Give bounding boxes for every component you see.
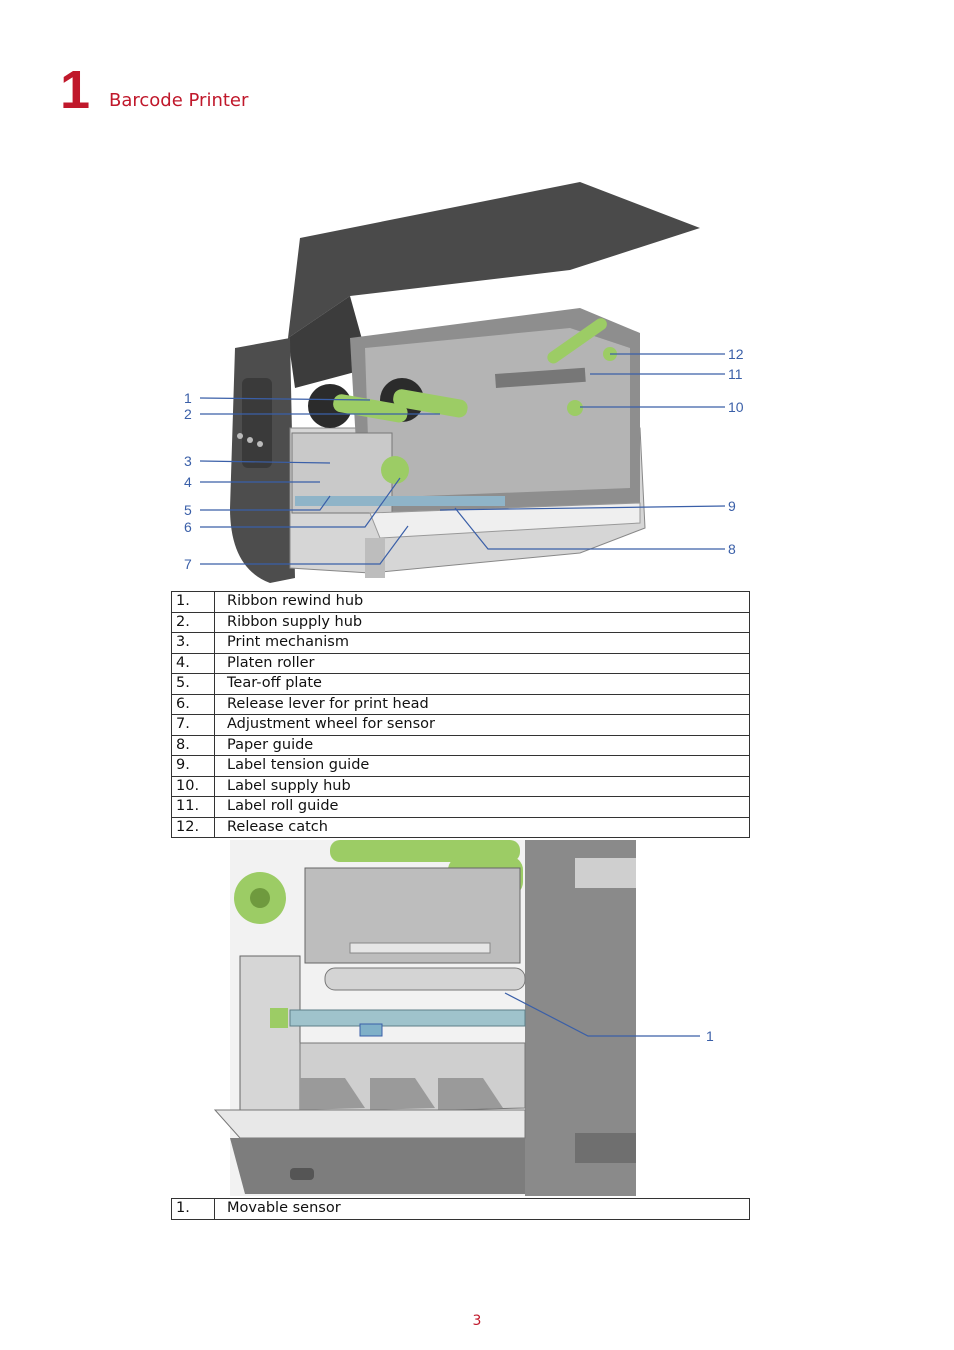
printer-overview-figure: 1 2 3 4 5 6 7 8 9 10 11 12 xyxy=(184,182,744,583)
table-row: 3.Print mechanism xyxy=(171,632,750,654)
table-row: 12.Release catch xyxy=(171,816,750,838)
callout-labels: 1 2 3 4 5 6 7 8 9 10 11 12 xyxy=(184,346,744,572)
table-row: 7.Adjustment wheel for sensor xyxy=(171,714,750,736)
callout-sensor: 1 xyxy=(706,1028,714,1044)
callout-2: 2 xyxy=(184,406,192,422)
callout-4: 4 xyxy=(184,474,192,490)
table-row: 2.Ribbon supply hub xyxy=(171,611,750,633)
table-row: 8.Paper guide xyxy=(171,734,750,756)
table-row: 6.Release lever for print head xyxy=(171,693,750,715)
chapter-title: Barcode Printer xyxy=(109,90,249,111)
callout-9: 9 xyxy=(728,498,736,514)
callout-11: 11 xyxy=(728,366,743,382)
table-row: 9.Label tension guide xyxy=(171,755,750,777)
callout-8: 8 xyxy=(728,541,736,557)
chapter-number: 1 xyxy=(60,60,91,120)
table-row: 1.Ribbon rewind hub xyxy=(171,591,750,613)
callout-3: 3 xyxy=(184,453,192,469)
table-row: 5.Tear-off plate xyxy=(171,673,750,695)
sensor-legend-table: 1.Movable sensor xyxy=(171,1198,750,1220)
printer-illustration xyxy=(230,182,700,583)
parts-legend-table: 1.Ribbon rewind hub 2.Ribbon supply hub … xyxy=(171,591,750,838)
sensor-closeup-figure: 1 xyxy=(213,840,714,1196)
sensor-illustration xyxy=(213,840,636,1196)
callout-1: 1 xyxy=(184,390,192,406)
callout-10: 10 xyxy=(728,399,744,415)
callout-7: 7 xyxy=(184,556,192,572)
page-number: 3 xyxy=(472,1313,482,1329)
callout-line-sensor xyxy=(504,992,700,1037)
table-row: 4.Platen roller xyxy=(171,652,750,674)
callout-6: 6 xyxy=(184,519,192,535)
callout-5: 5 xyxy=(184,502,192,518)
table-row: 1.Movable sensor xyxy=(171,1198,750,1220)
callout-lines xyxy=(199,353,726,565)
table-row: 10.Label supply hub xyxy=(171,775,750,797)
callout-12: 12 xyxy=(728,346,744,362)
table-row: 11.Label roll guide xyxy=(171,796,750,818)
